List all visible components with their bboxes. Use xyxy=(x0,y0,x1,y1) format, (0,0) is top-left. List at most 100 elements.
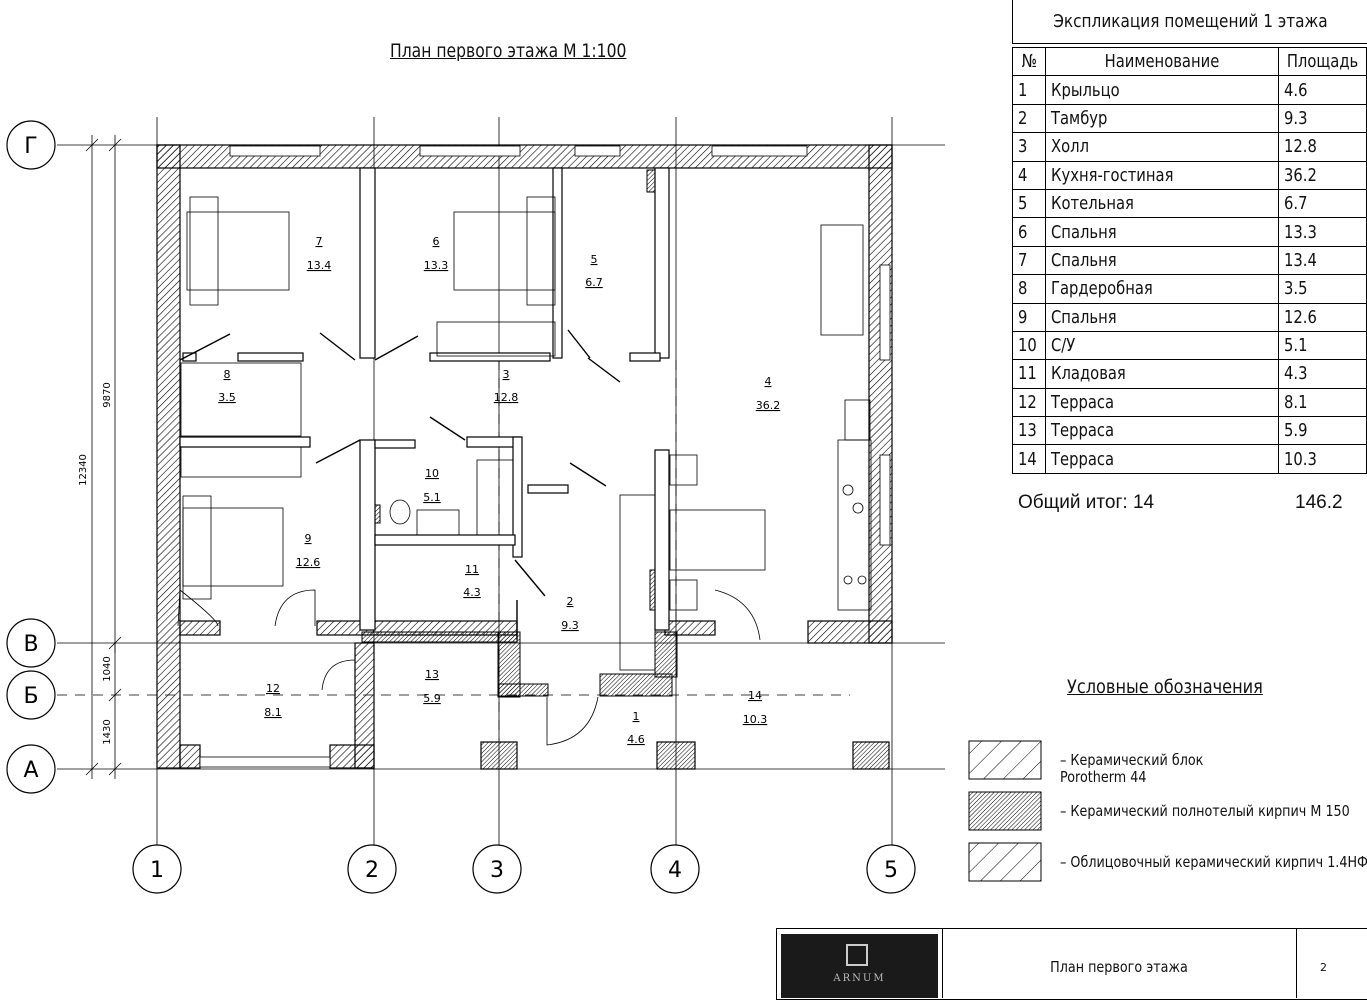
cell-name: Спальня xyxy=(1045,302,1279,332)
dim-1040: 1040 xyxy=(102,656,113,681)
cell-name: Холл xyxy=(1045,132,1279,162)
room-12-num: 12 xyxy=(266,682,280,695)
room-5-area: 6.7 xyxy=(585,276,603,289)
total-label: Общий итог: 14 xyxy=(1018,492,1155,513)
cell-n: 3 xyxy=(1011,132,1047,162)
cell-n: 12 xyxy=(1011,387,1047,418)
room-10-area: 5.1 xyxy=(423,491,441,504)
cell-area: 4.3 xyxy=(1277,359,1367,389)
cell-name: С/У xyxy=(1045,330,1279,361)
room-7-num: 7 xyxy=(316,235,323,248)
header-number: № xyxy=(1011,46,1047,77)
room-5-num: 5 xyxy=(591,253,598,266)
explication-title: Экспликация помещений 1 этажа xyxy=(1052,11,1328,32)
legend-title: Условные обозначения xyxy=(1067,676,1263,698)
legend-swatch-facing-brick xyxy=(968,842,1042,882)
cell-name: Спальня xyxy=(1045,217,1279,247)
cell-name: Терраса xyxy=(1045,416,1279,446)
cell-n: 5 xyxy=(1011,188,1047,219)
room-6-num: 6 xyxy=(433,235,440,248)
axis-label-v: В xyxy=(23,632,38,657)
room-6-area: 13.3 xyxy=(424,259,449,272)
explication-title-box: Экспликация помещений 1 этажа xyxy=(1012,0,1367,44)
cell-area: 6.7 xyxy=(1277,188,1367,219)
cell-area: 8.1 xyxy=(1277,387,1367,418)
cell-area: 36.2 xyxy=(1277,160,1367,190)
logo-text: ARNUM xyxy=(833,973,886,984)
cell-area: 10.3 xyxy=(1277,444,1367,474)
room-3-area: 12.8 xyxy=(494,391,519,404)
axis-label-a: А xyxy=(23,758,38,783)
stamp-divider xyxy=(1296,928,1297,998)
axis-label-b: Б xyxy=(23,684,38,709)
cell-name: Кухня-гостиная xyxy=(1045,160,1279,190)
cell-name: Крыльцо xyxy=(1045,75,1279,105)
room-7-area: 13.4 xyxy=(307,259,332,272)
legend-item-facing-brick: – Облицовочный керамический кирпич 1.4НФ xyxy=(1060,853,1367,871)
cell-n: 7 xyxy=(1011,245,1047,276)
room-2-num: 2 xyxy=(567,595,574,608)
room-8-num: 8 xyxy=(224,368,231,381)
room-11-area: 4.3 xyxy=(463,586,481,599)
header-area: Площадь xyxy=(1277,46,1367,77)
cell-area: 4.6 xyxy=(1277,75,1367,105)
cell-name: Котельная xyxy=(1045,188,1279,219)
room-2-area: 9.3 xyxy=(561,619,579,632)
axis-label-5: 5 xyxy=(884,858,898,883)
legend-swatch-porotherm xyxy=(968,740,1042,780)
room-8-area: 3.5 xyxy=(218,391,236,404)
cell-n: 11 xyxy=(1011,359,1047,389)
sheet-name: План первого этажа xyxy=(1050,958,1188,976)
cell-name: Терраса xyxy=(1045,444,1279,474)
room-12-area: 8.1 xyxy=(264,706,282,719)
cell-name: Спальня xyxy=(1045,245,1279,276)
cell-name: Гардеробная xyxy=(1045,274,1279,304)
axis-label-2: 2 xyxy=(365,858,379,883)
room-11-num: 11 xyxy=(465,563,479,576)
axis-label-1: 1 xyxy=(150,858,164,883)
axis-label-4: 4 xyxy=(668,858,682,883)
room-4-num: 4 xyxy=(765,375,772,388)
sheet-number: 2 xyxy=(1320,961,1327,974)
cell-n: 9 xyxy=(1011,302,1047,332)
axis-label-g: Г xyxy=(24,134,37,159)
total-value: 146.2 xyxy=(1295,492,1343,513)
legend-swatch-brick-m150 xyxy=(968,791,1042,831)
legend-item-brick-m150: – Керамический полнотелый кирпич М 150 xyxy=(1060,802,1350,820)
cell-n: 1 xyxy=(1011,75,1047,105)
cell-name: Тамбур xyxy=(1045,103,1279,134)
room-13-num: 13 xyxy=(425,668,439,681)
room-14-num: 14 xyxy=(748,689,762,702)
room-10-num: 10 xyxy=(425,467,439,480)
cell-n: 10 xyxy=(1011,330,1047,361)
cell-area: 3.5 xyxy=(1277,274,1367,304)
cell-area: 13.4 xyxy=(1277,245,1367,276)
room-3-num: 3 xyxy=(503,368,510,381)
dim-12340: 12340 xyxy=(78,454,89,486)
cell-name: Терраса xyxy=(1045,387,1279,418)
room-9-num: 9 xyxy=(305,532,312,545)
cell-n: 8 xyxy=(1011,274,1047,304)
cell-area: 12.6 xyxy=(1277,302,1367,332)
plan-title: План первого этажа М 1:100 xyxy=(390,40,627,62)
legend-item-porotherm: – Керамический блок Porotherm 44 xyxy=(1060,751,1204,786)
room-14-area: 10.3 xyxy=(743,713,768,726)
room-1-num: 1 xyxy=(633,710,640,723)
logo-mark-icon xyxy=(846,944,868,966)
cell-area: 12.8 xyxy=(1277,132,1367,162)
axis-label-3: 3 xyxy=(490,858,504,883)
room-1-area: 4.6 xyxy=(627,733,645,746)
cell-area: 9.3 xyxy=(1277,103,1367,134)
cell-name: Кладовая xyxy=(1045,359,1279,389)
